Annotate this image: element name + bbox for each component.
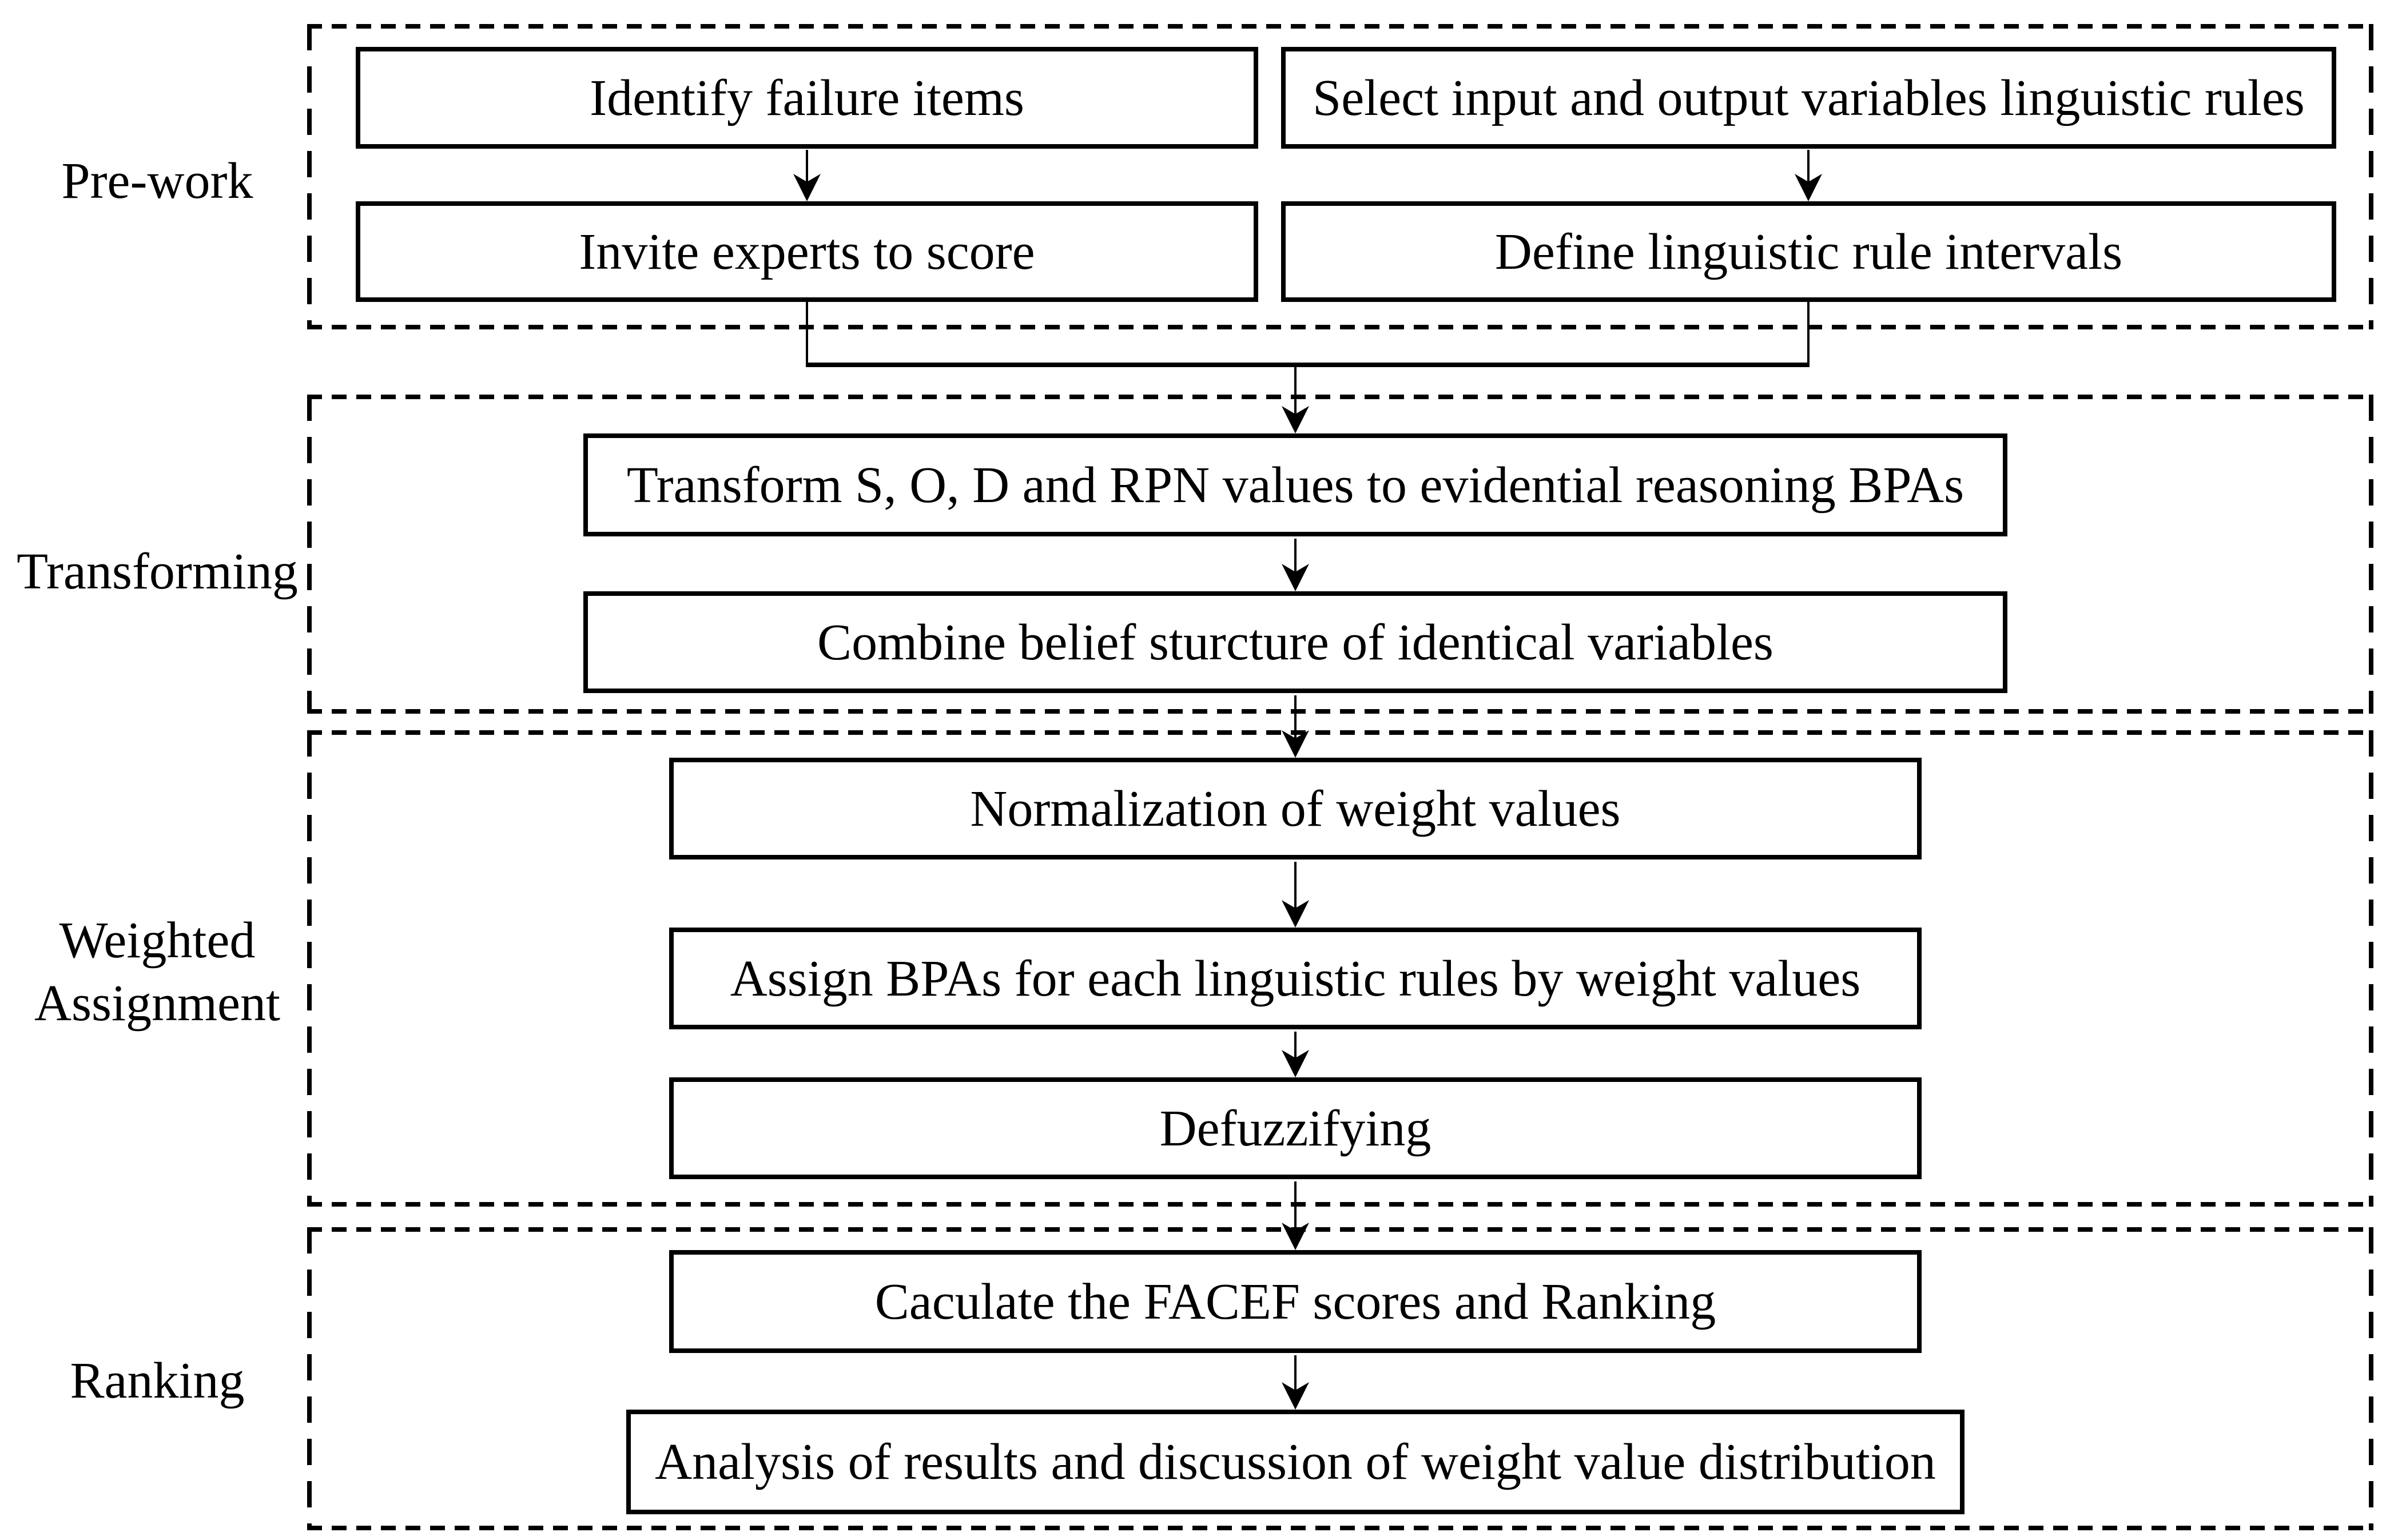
section-label-transforming: Transforming (17, 543, 298, 600)
flow-box-select-input-output-variables: Select input and output variables lingui… (1281, 47, 2336, 149)
flow-box-normalization-of-weight-values: Normalization of weight values (669, 758, 1922, 859)
flow-box-define-linguistic-rule-intervals: Define linguistic rule intervals (1281, 201, 2336, 302)
section-label-ranking: Ranking (70, 1352, 245, 1409)
flow-box-identify-failure-items: Identify failure items (356, 47, 1258, 149)
flow-box-defuzzifying: Defuzzifying (669, 1077, 1922, 1179)
section-label-weighted-assignment: Weighted Assignment (34, 912, 280, 1032)
flow-box-transform-values-to-bpas: Transform S, O, D and RPN values to evid… (583, 433, 2007, 536)
flow-box-invite-experts-to-score: Invite experts to score (356, 201, 1258, 302)
section-label-pre-work: Pre-work (61, 153, 253, 209)
flow-box-analysis-of-results: Analysis of results and discussion of we… (626, 1410, 1965, 1514)
flow-box-assign-bpas-by-weight-values: Assign BPAs for each linguistic rules by… (669, 928, 1922, 1029)
flow-box-caculate-facef-scores: Caculate the FACEF scores and Ranking (669, 1250, 1922, 1353)
flow-box-combine-belief-structure: Combine belief sturcture of identical va… (583, 591, 2007, 693)
